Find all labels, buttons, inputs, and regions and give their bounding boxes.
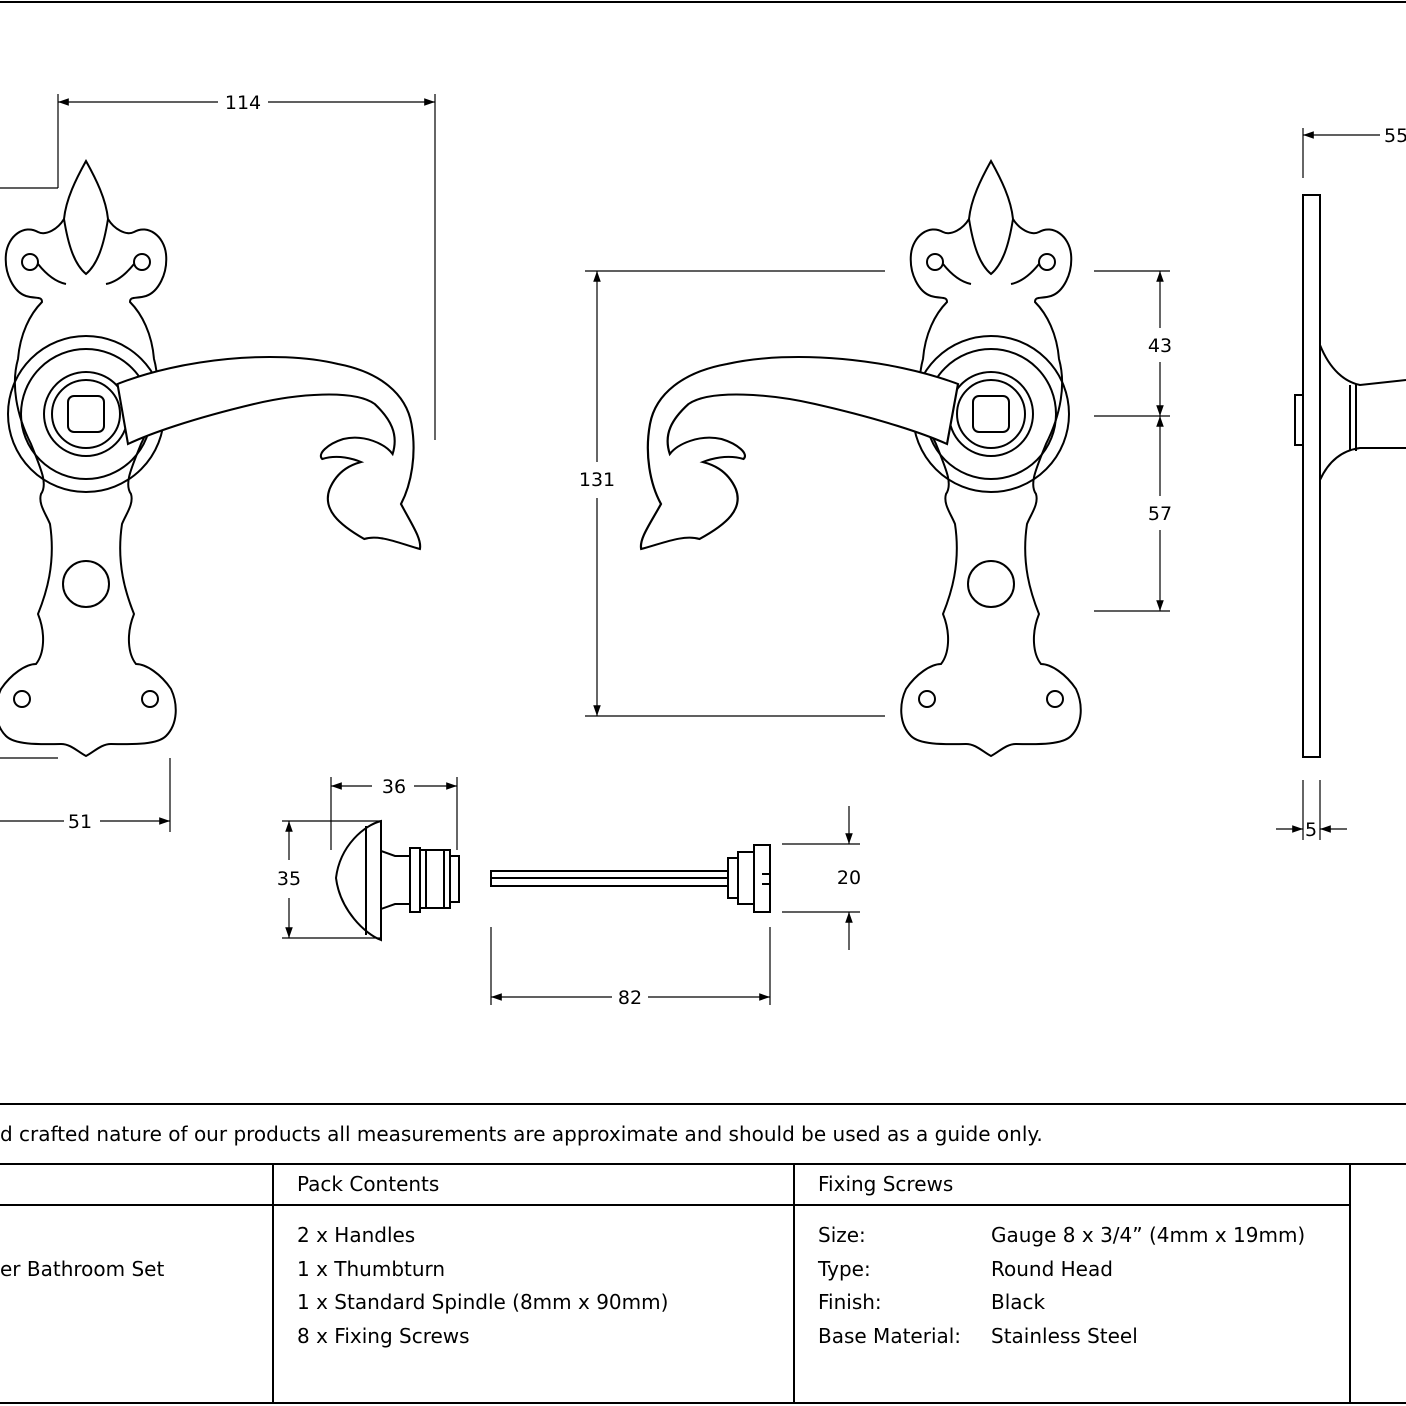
dimension-43-57: 43 57 xyxy=(1094,270,1172,612)
dim-label-43: 43 xyxy=(1148,335,1172,357)
spec-table-grid xyxy=(0,1103,1406,1404)
dim-label-131: 131 xyxy=(579,469,615,491)
dimension-5: 5 xyxy=(1276,780,1347,841)
dimension-36: 36 xyxy=(330,776,458,850)
screw-spec-label: Type: xyxy=(818,1257,871,1281)
side-view xyxy=(1294,194,1406,758)
pack-item: 1 x Standard Spindle (8mm x 90mm) xyxy=(297,1290,669,1314)
screw-spec-value: Round Head xyxy=(991,1257,1113,1281)
screw-spec-label: Base Material: xyxy=(818,1324,962,1348)
front-view-left xyxy=(0,160,422,757)
dimension-35: 35 xyxy=(277,820,381,939)
dim-label-51: 51 xyxy=(68,811,92,833)
dimension-114: 114 xyxy=(0,92,436,440)
screw-spec-value: Gauge 8 x 3/4” (4mm x 19mm) xyxy=(991,1223,1306,1247)
thumbturn-drawing xyxy=(334,819,460,942)
screw-spec-value: Stainless Steel xyxy=(991,1324,1138,1348)
screw-spec-label: Finish: xyxy=(818,1290,882,1314)
dim-label-36: 36 xyxy=(382,776,406,798)
pack-item: 2 x Handles xyxy=(297,1223,416,1247)
dim-label-35: 35 xyxy=(277,868,301,890)
pack-item: 8 x Fixing Screws xyxy=(297,1324,470,1348)
dim-label-82: 82 xyxy=(618,987,642,1009)
dimension-131: 131 xyxy=(579,270,885,717)
screw-spec-value: Black xyxy=(991,1290,1046,1314)
front-view-right xyxy=(639,160,1082,757)
dim-label-20: 20 xyxy=(837,867,861,889)
pack-item: 1 x Thumbturn xyxy=(297,1257,446,1281)
fixing-screws-header: Fixing Screws xyxy=(818,1172,954,1196)
spindle-drawing xyxy=(490,844,771,913)
dimension-51: 51 xyxy=(0,757,171,833)
dim-label-114: 114 xyxy=(225,92,261,114)
dim-label-55: 55 xyxy=(1384,125,1406,147)
product-name: er Bathroom Set xyxy=(0,1257,165,1281)
screw-spec-label: Size: xyxy=(818,1223,866,1247)
dim-label-57: 57 xyxy=(1148,503,1172,525)
measurement-disclaimer: d crafted nature of our products all mea… xyxy=(0,1122,1043,1146)
dimension-82: 82 xyxy=(490,927,771,1009)
pack-contents-header: Pack Contents xyxy=(297,1172,440,1196)
dim-label-5: 5 xyxy=(1305,819,1317,841)
dimension-20: 20 xyxy=(782,806,861,950)
dimension-55: 55 xyxy=(1302,125,1406,178)
